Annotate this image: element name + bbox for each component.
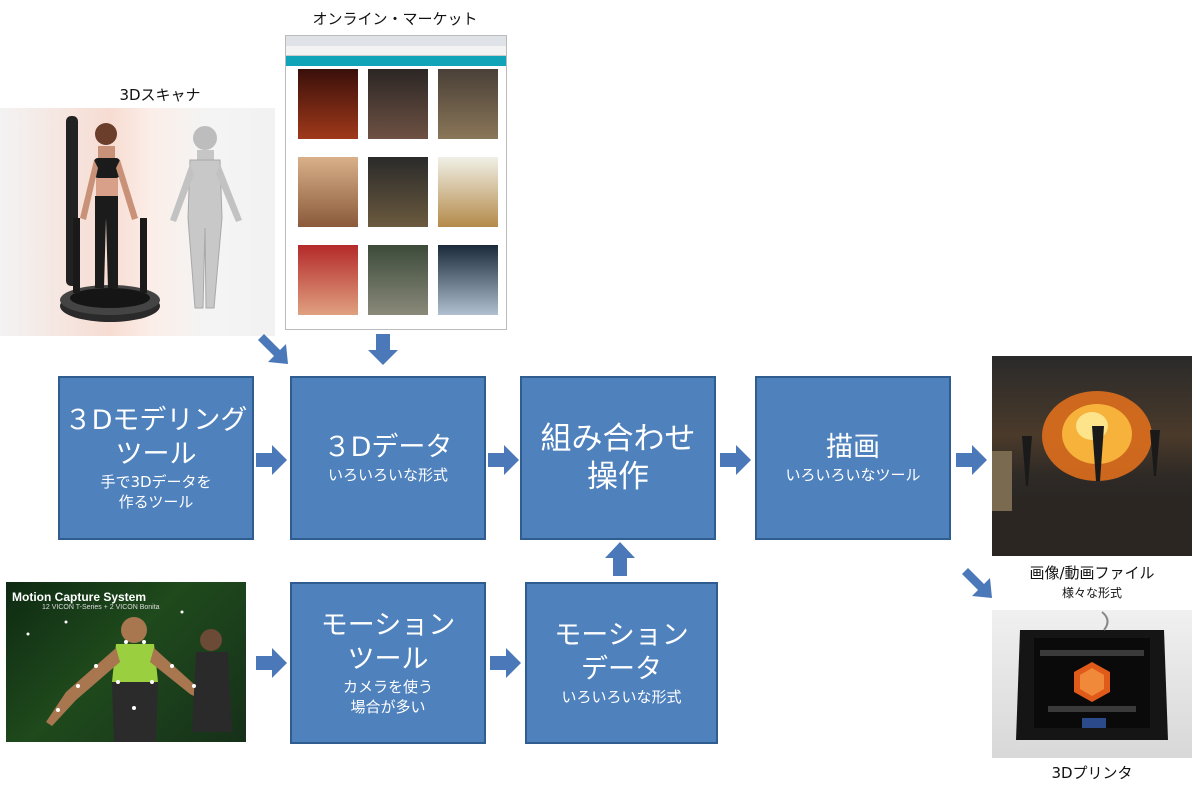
combine-box: 組み合わせ 操作 (520, 376, 716, 540)
render-output-sublabel: 様々な形式 (1061, 586, 1122, 600)
motion-tool-title-2: ツール (347, 644, 429, 675)
motion-tool-title-1: モーション (320, 610, 456, 641)
render-output-image (992, 356, 1192, 556)
modeling-tool-box: ３Dモデリング ツール 手で3Dデータを 作るツール (58, 376, 254, 540)
arrow-capture-to-motion-tool (256, 648, 287, 678)
market-screenshot (285, 35, 507, 330)
motion-data-title-1: モーション (554, 620, 689, 651)
motion-capture-image: Motion Capture System 12 VICON T-Series … (6, 582, 246, 742)
motion-tool-sub-2: 場合が多い (350, 698, 426, 716)
modeling-tool-title-2: ツール (115, 439, 197, 470)
modeling-tool-sub-1: 手で3Dデータを (100, 473, 212, 491)
arrow-market-to-data (368, 334, 398, 365)
motion-tool-sub-1: カメラを使う (342, 678, 433, 696)
arrow-render-to-output (956, 445, 987, 475)
modeling-tool-sub-2: 作るツール (118, 493, 194, 511)
arrow-data-to-combine (488, 445, 519, 475)
arrow-scanner-to-data (258, 334, 288, 364)
3d-printer-image (992, 610, 1192, 758)
combine-title-1: 組み合わせ (540, 421, 696, 457)
motion-capture-title: Motion Capture System (12, 590, 147, 604)
combine-title-2: 操作 (587, 459, 649, 495)
printer-label: 3Dプリンタ (1051, 764, 1133, 782)
3d-data-box: ３Dデータ いろいろいな形式 (290, 376, 486, 540)
render-output-label: 画像/動画ファイル (1029, 564, 1155, 582)
scanner-label: 3Dスキャナ (119, 86, 201, 104)
arrow-output-to-printer (962, 568, 992, 598)
motion-tool-box: モーション ツール カメラを使う 場合が多い (290, 582, 486, 744)
motion-data-sub: いろいろいな形式 (561, 688, 682, 706)
modeling-tool-title-1: ３Dモデリング (64, 405, 248, 436)
motion-data-box: モーション データ いろいろいな形式 (525, 582, 718, 744)
scanner-image (0, 108, 275, 336)
arrow-motion-tool-to-motion-data (490, 648, 521, 678)
arrow-combine-to-render (720, 445, 751, 475)
render-title: 描画 (826, 432, 880, 463)
3d-data-sub: いろいろいな形式 (327, 466, 448, 484)
market-label: オンライン・マーケット (312, 10, 478, 28)
arrow-modeling-to-data (256, 445, 287, 475)
motion-data-title-2: データ (581, 654, 662, 685)
arrow-motion-data-to-combine (605, 542, 635, 576)
render-box: 描画 いろいろいなツール (755, 376, 951, 540)
motion-capture-subtitle: 12 VICON T-Series + 2 VICON Bonita (42, 604, 160, 611)
3d-data-title: ３Dデータ (323, 432, 453, 463)
render-sub: いろいろいなツール (785, 466, 921, 484)
